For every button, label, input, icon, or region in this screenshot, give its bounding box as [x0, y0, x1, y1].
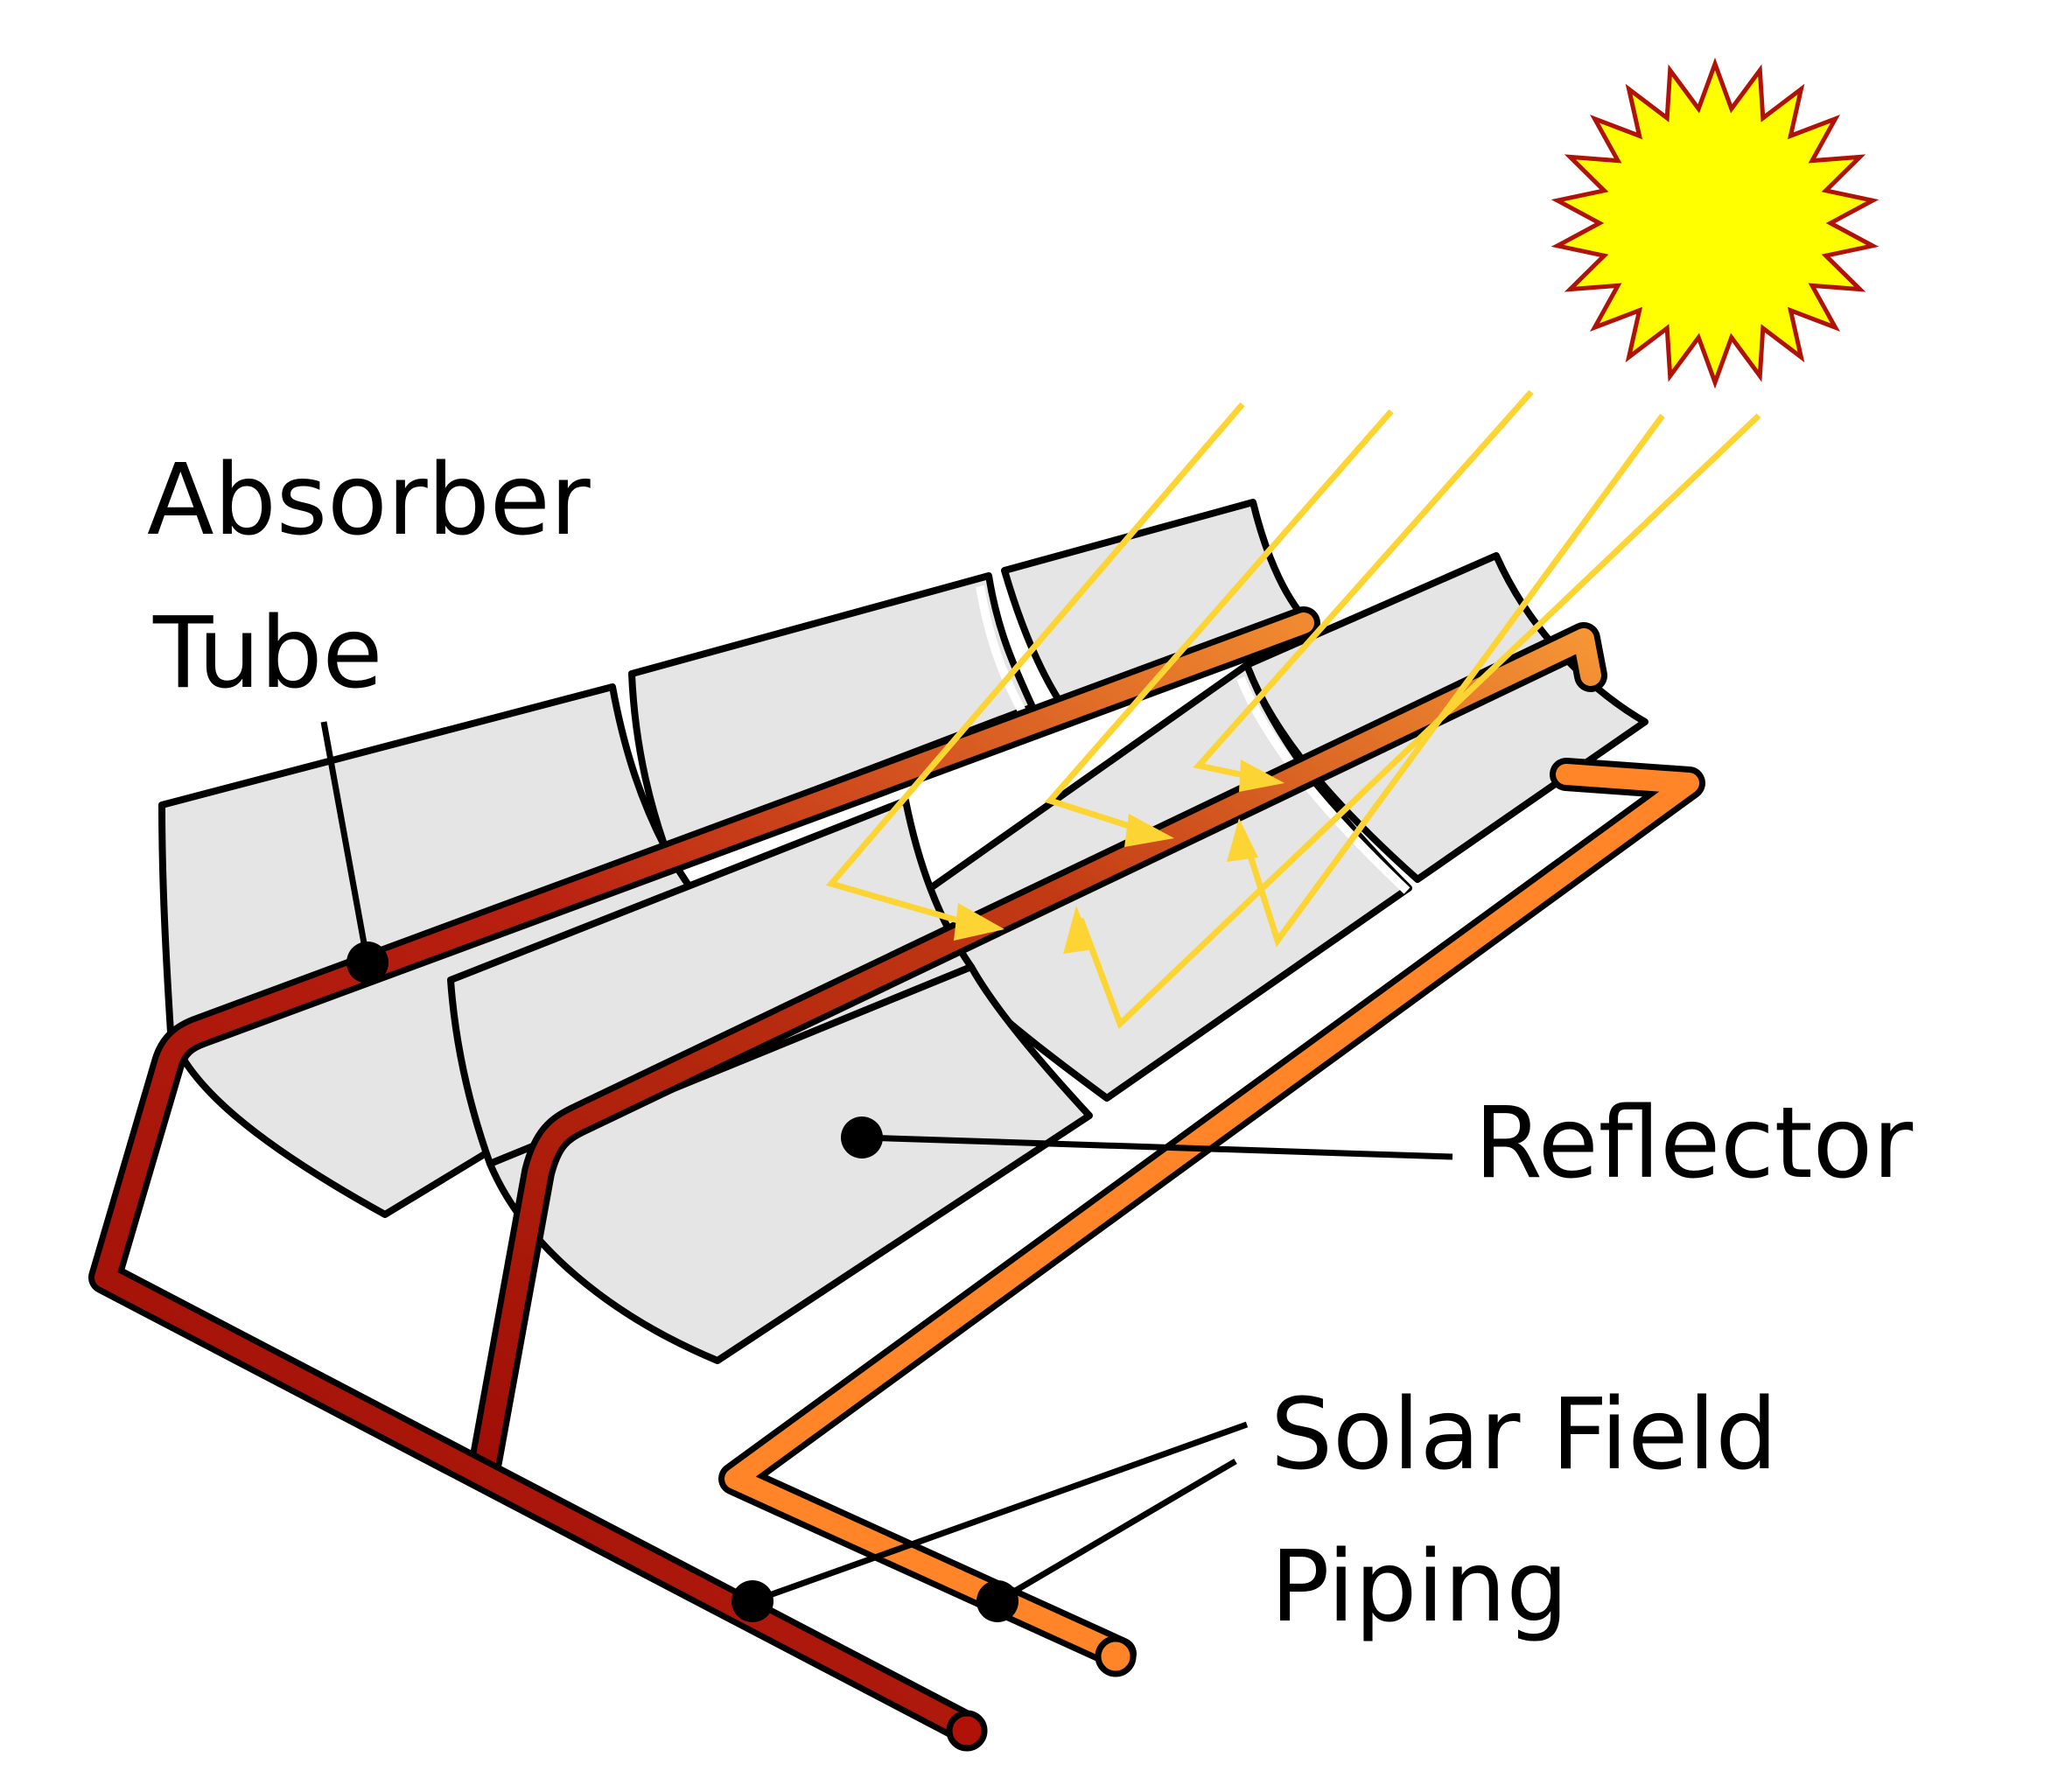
ray [825, 402, 1245, 933]
reflector-label: Reflector [1474, 1087, 1914, 1200]
sun-icon [1550, 57, 1880, 389]
absorber-tube-rear [469, 622, 1607, 1478]
hot-pipe-end [946, 1710, 988, 1752]
leader-lines [320, 721, 1453, 1605]
sun-rays [825, 389, 1761, 1030]
cold-piping [718, 758, 1705, 1670]
ray [1239, 413, 1665, 948]
ray [1077, 413, 1761, 1030]
absorber-tube-front [88, 606, 1320, 1745]
absorber-tube-label-line2: Tube [152, 597, 382, 710]
cold-pipe-end [1095, 1635, 1137, 1677]
front-row-reflector [158, 572, 1093, 1364]
ray-arrowheads [954, 760, 1284, 954]
solar-field-piping-label-line1: Solar Field [1270, 1378, 1778, 1492]
ray [1044, 409, 1394, 839]
solar-field-piping-label-line2: Piping [1270, 1530, 1568, 1644]
leader-dots [346, 942, 1018, 1622]
absorber-tube-label-line1: Absorber [147, 444, 592, 557]
